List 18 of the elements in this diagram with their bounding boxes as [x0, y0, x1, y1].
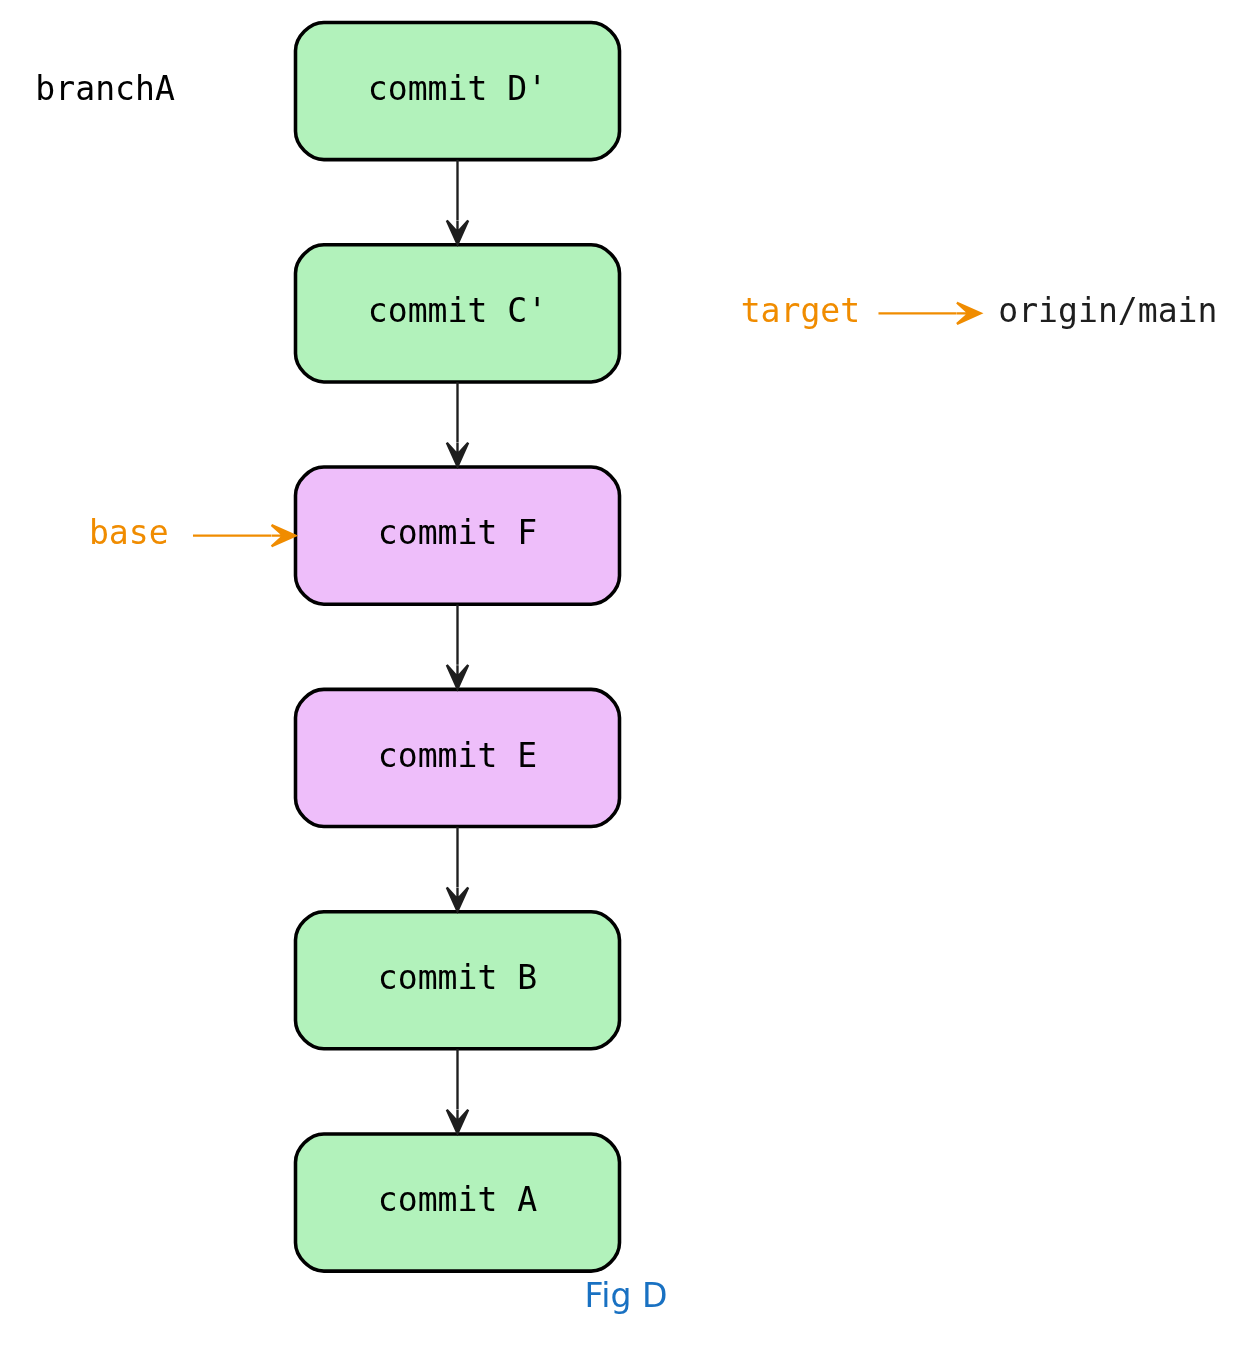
node-box: commit B: [293, 909, 622, 1051]
node-box: commit D': [293, 20, 622, 162]
node-box: commit C': [293, 243, 622, 384]
node-text: target: [740, 291, 861, 331]
arrow: [878, 301, 982, 326]
arrow: [445, 1049, 470, 1135]
label: branchA: [35, 68, 175, 108]
arrow: [445, 382, 470, 468]
arrow: [445, 604, 470, 690]
arrow: [445, 826, 470, 913]
node-box: commit F: [293, 465, 622, 606]
node-box: commit A: [293, 1132, 622, 1273]
node-text: base: [88, 513, 169, 553]
arrow: [445, 159, 470, 246]
arrow: [193, 523, 297, 548]
caption: Fig D: [584, 1276, 668, 1316]
node-box: commit E: [293, 687, 622, 829]
node-text: origin/main: [998, 291, 1218, 331]
